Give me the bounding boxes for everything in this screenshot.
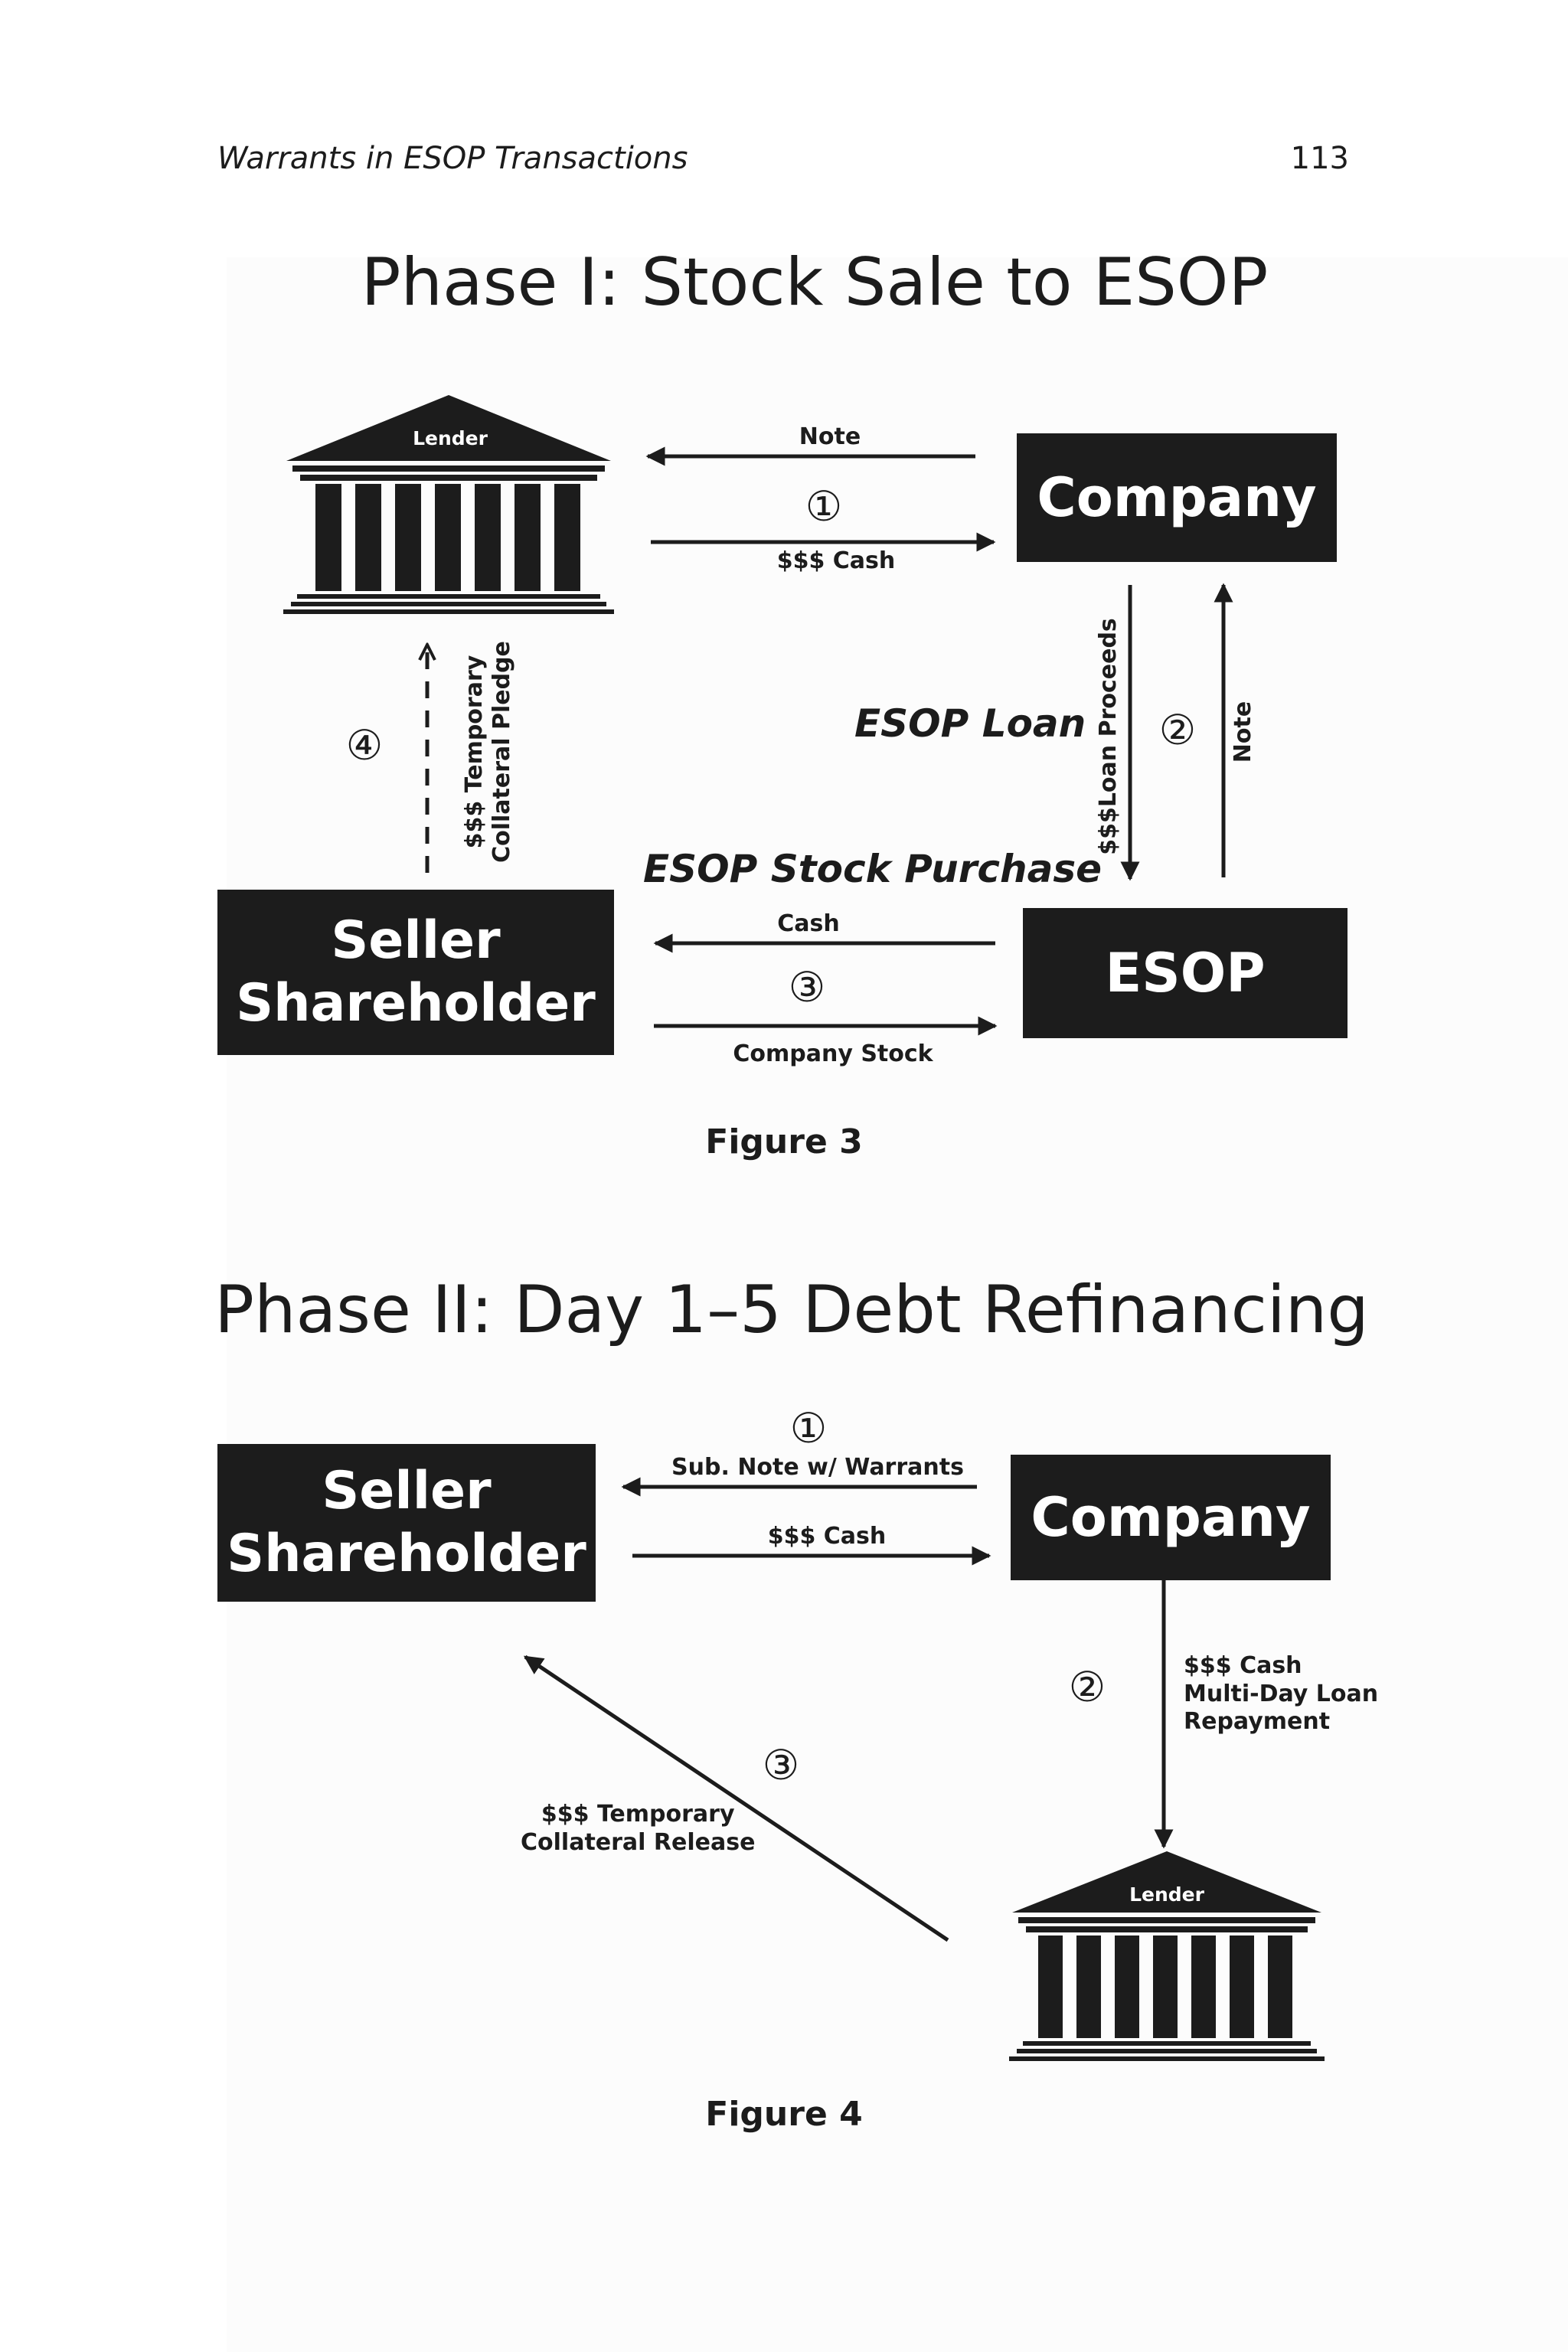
seller-shareholder-box-2: Seller Shareholder (217, 1444, 596, 1602)
esop-box: ESOP (1023, 908, 1348, 1038)
page-number: 113 (1290, 141, 1349, 176)
seller-line-2: Shareholder (236, 973, 596, 1034)
lender-label-2: Lender (1129, 1883, 1204, 1906)
bank-icon (1009, 1851, 1325, 2061)
bank-icon (283, 395, 614, 614)
seller-line-2: Shareholder (227, 1524, 586, 1584)
company-label: Company (1031, 1486, 1311, 1549)
step-1-marker: ① (805, 482, 843, 531)
arrow-collateral-release (523, 1655, 949, 1942)
lender-building: Lender (282, 395, 616, 617)
loan-proceeds-label: $$$Loan Proceeds (1095, 618, 1122, 855)
seller-shareholder-box: Seller Shareholder (217, 890, 614, 1055)
step-3-marker-2: ③ (762, 1741, 800, 1789)
collateral-pledge-line-1: $$$ Temporary (461, 655, 488, 849)
company-box-2: Company (1011, 1455, 1331, 1580)
esop-stock-purchase-label: ESOP Stock Purchase (643, 847, 1102, 891)
step-2-marker: ② (1158, 706, 1197, 754)
note-side-label: Note (1230, 701, 1256, 763)
cash-label: $$$ Cash (776, 547, 896, 574)
seller-line-1: Seller (331, 910, 501, 972)
lender-label: Lender (413, 427, 488, 449)
esop-label: ESOP (1105, 942, 1266, 1004)
repayment-label: $$$ Cash Multi-Day Loan Repayment (1184, 1652, 1379, 1736)
cash-label-2: $$$ Cash (767, 1523, 887, 1550)
step-3-marker: ③ (788, 963, 826, 1011)
collateral-pledge-label: $$$ Temporary Collateral Pledge (461, 641, 516, 863)
phase-1-title: Phase I: Stock Sale to ESOP (361, 244, 1269, 321)
lender-building-2: Lender (1008, 1851, 1326, 2063)
company-box: Company (1017, 433, 1337, 562)
esop-loan-label: ESOP Loan (854, 701, 1086, 746)
sub-note-label: Sub. Note w/ Warrants (671, 1454, 964, 1481)
seller-line-1: Seller (322, 1461, 492, 1522)
collateral-release-label: $$$ Temporary Collateral Release (521, 1801, 756, 1856)
collateral-pledge-line-2: Collateral Pledge (488, 641, 515, 863)
phase-2-title: Phase II: Day 1–5 Debt Refinancing (214, 1272, 1369, 1348)
step-1-marker-2: ① (789, 1404, 828, 1452)
figure-4-caption: Figure 4 (705, 2095, 863, 2134)
step-4-marker: ④ (345, 721, 384, 769)
company-label: Company (1037, 466, 1317, 529)
step-2-marker-2: ② (1068, 1663, 1106, 1711)
note-label: Note (799, 423, 861, 450)
figure-3-caption: Figure 3 (705, 1122, 863, 1161)
company-stock-label: Company Stock (733, 1040, 933, 1067)
running-title: Warrants in ESOP Transactions (217, 141, 688, 176)
cash-bottom-label: Cash (777, 910, 840, 937)
